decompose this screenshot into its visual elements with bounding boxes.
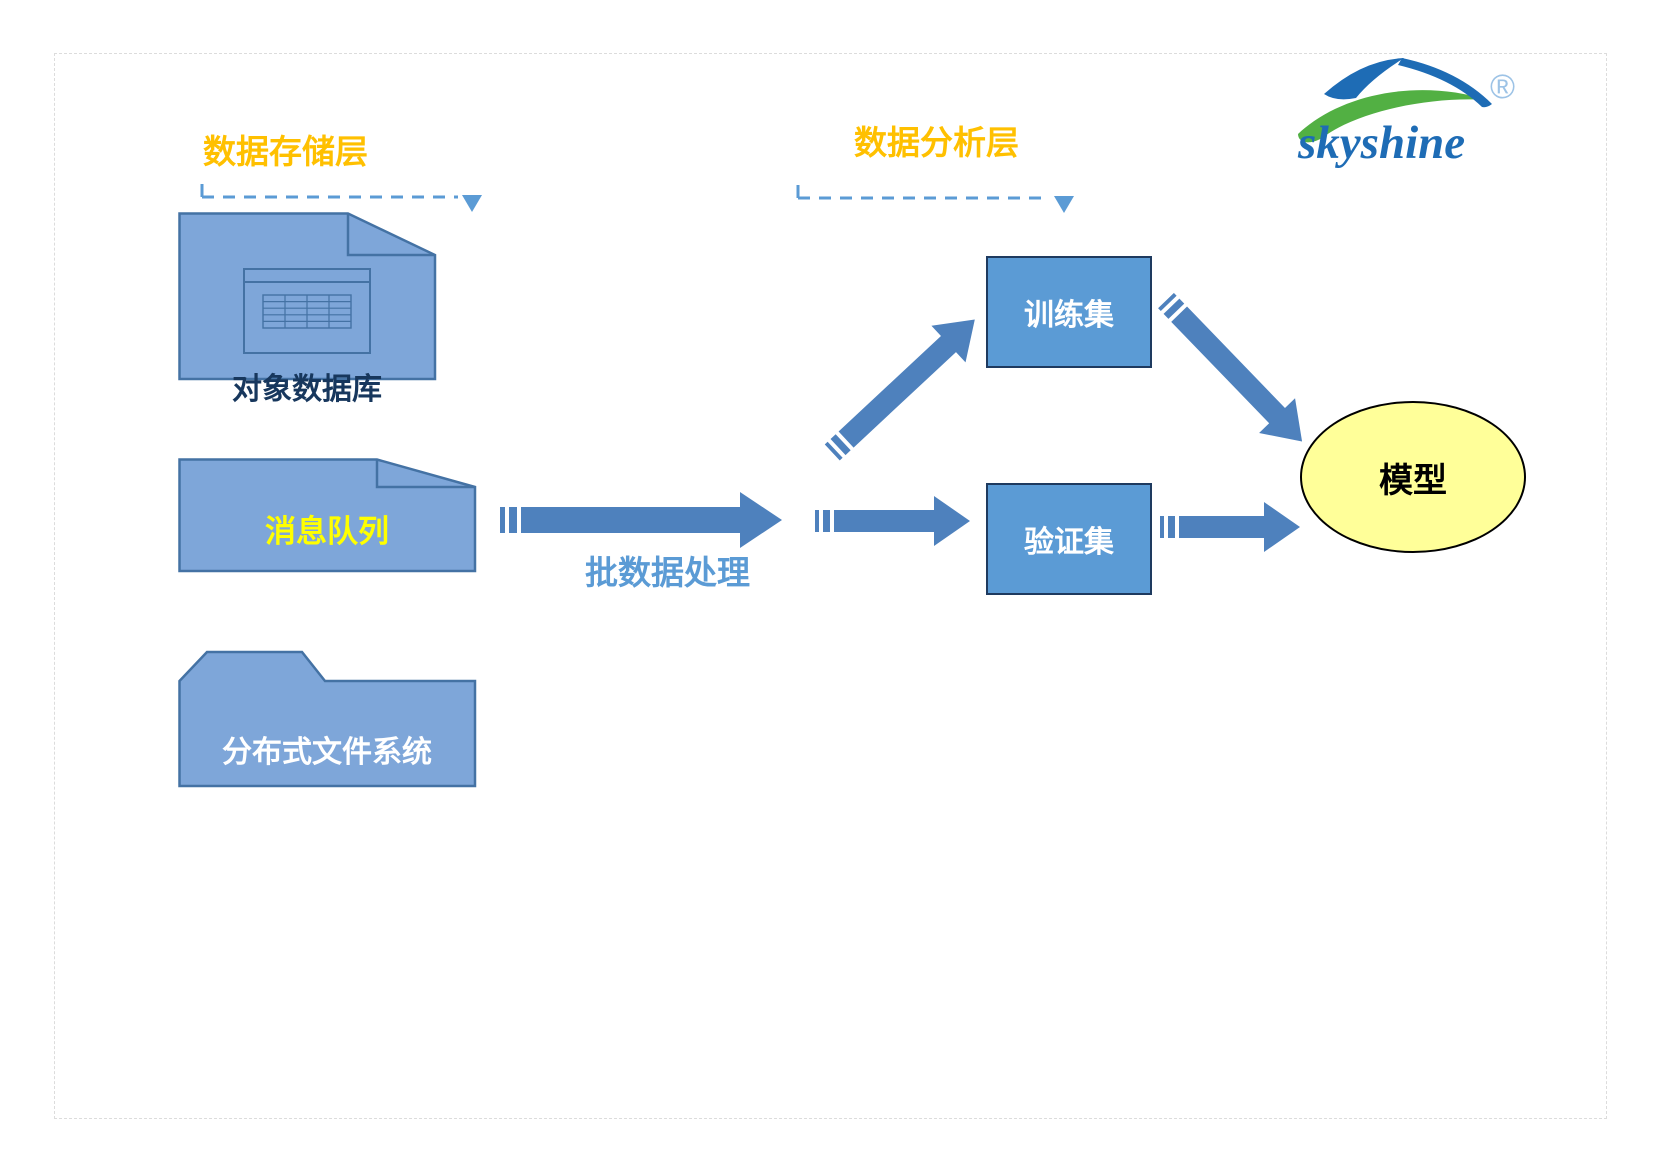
- logo-registered-mark: ®: [1490, 68, 1515, 106]
- validation-set-label: 验证集: [1024, 526, 1114, 559]
- table-window-icon: [243, 268, 371, 354]
- arrow-validation-to-model: [1160, 502, 1300, 552]
- batch-processing-label: 批数据处理: [585, 554, 750, 591]
- object-database-label: 对象数据库: [232, 373, 382, 406]
- training-set-label: 训练集: [1024, 299, 1114, 332]
- arrow-training-to-model: [1158, 292, 1303, 442]
- storage-layer-connector: [200, 184, 482, 212]
- model-ellipse: 模型: [1300, 401, 1526, 553]
- distributed-file-system-shape: [178, 650, 477, 788]
- slide-boundary: [54, 53, 1607, 1119]
- model-label: 模型: [1379, 461, 1447, 500]
- storage-layer-label: 数据存储层: [203, 133, 368, 170]
- analysis-layer-connector: [796, 185, 1074, 213]
- arrow-to-training-set: [824, 319, 975, 461]
- message-queue-shape: [178, 458, 477, 573]
- analysis-layer-label: 数据分析层: [854, 124, 1019, 161]
- logo-boom-icon: [1398, 58, 1492, 108]
- message-queue-label: 消息队列: [265, 514, 389, 549]
- distributed-file-system-label: 分布式文件系统: [222, 736, 432, 769]
- batch-processing-arrow: [500, 492, 782, 548]
- connector-arrowhead-icon: [462, 195, 482, 212]
- logo-text: skyshine: [1297, 117, 1465, 169]
- connector-arrowhead-icon: [1054, 196, 1074, 213]
- logo-sail-icon: [1324, 58, 1404, 100]
- object-database-shape: [178, 212, 437, 381]
- skyshine-logo: skyshine ®: [1297, 58, 1515, 169]
- validation-set-box: 验证集: [986, 483, 1152, 595]
- arrow-to-validation-set: [815, 496, 970, 546]
- training-set-box: 训练集: [986, 256, 1152, 368]
